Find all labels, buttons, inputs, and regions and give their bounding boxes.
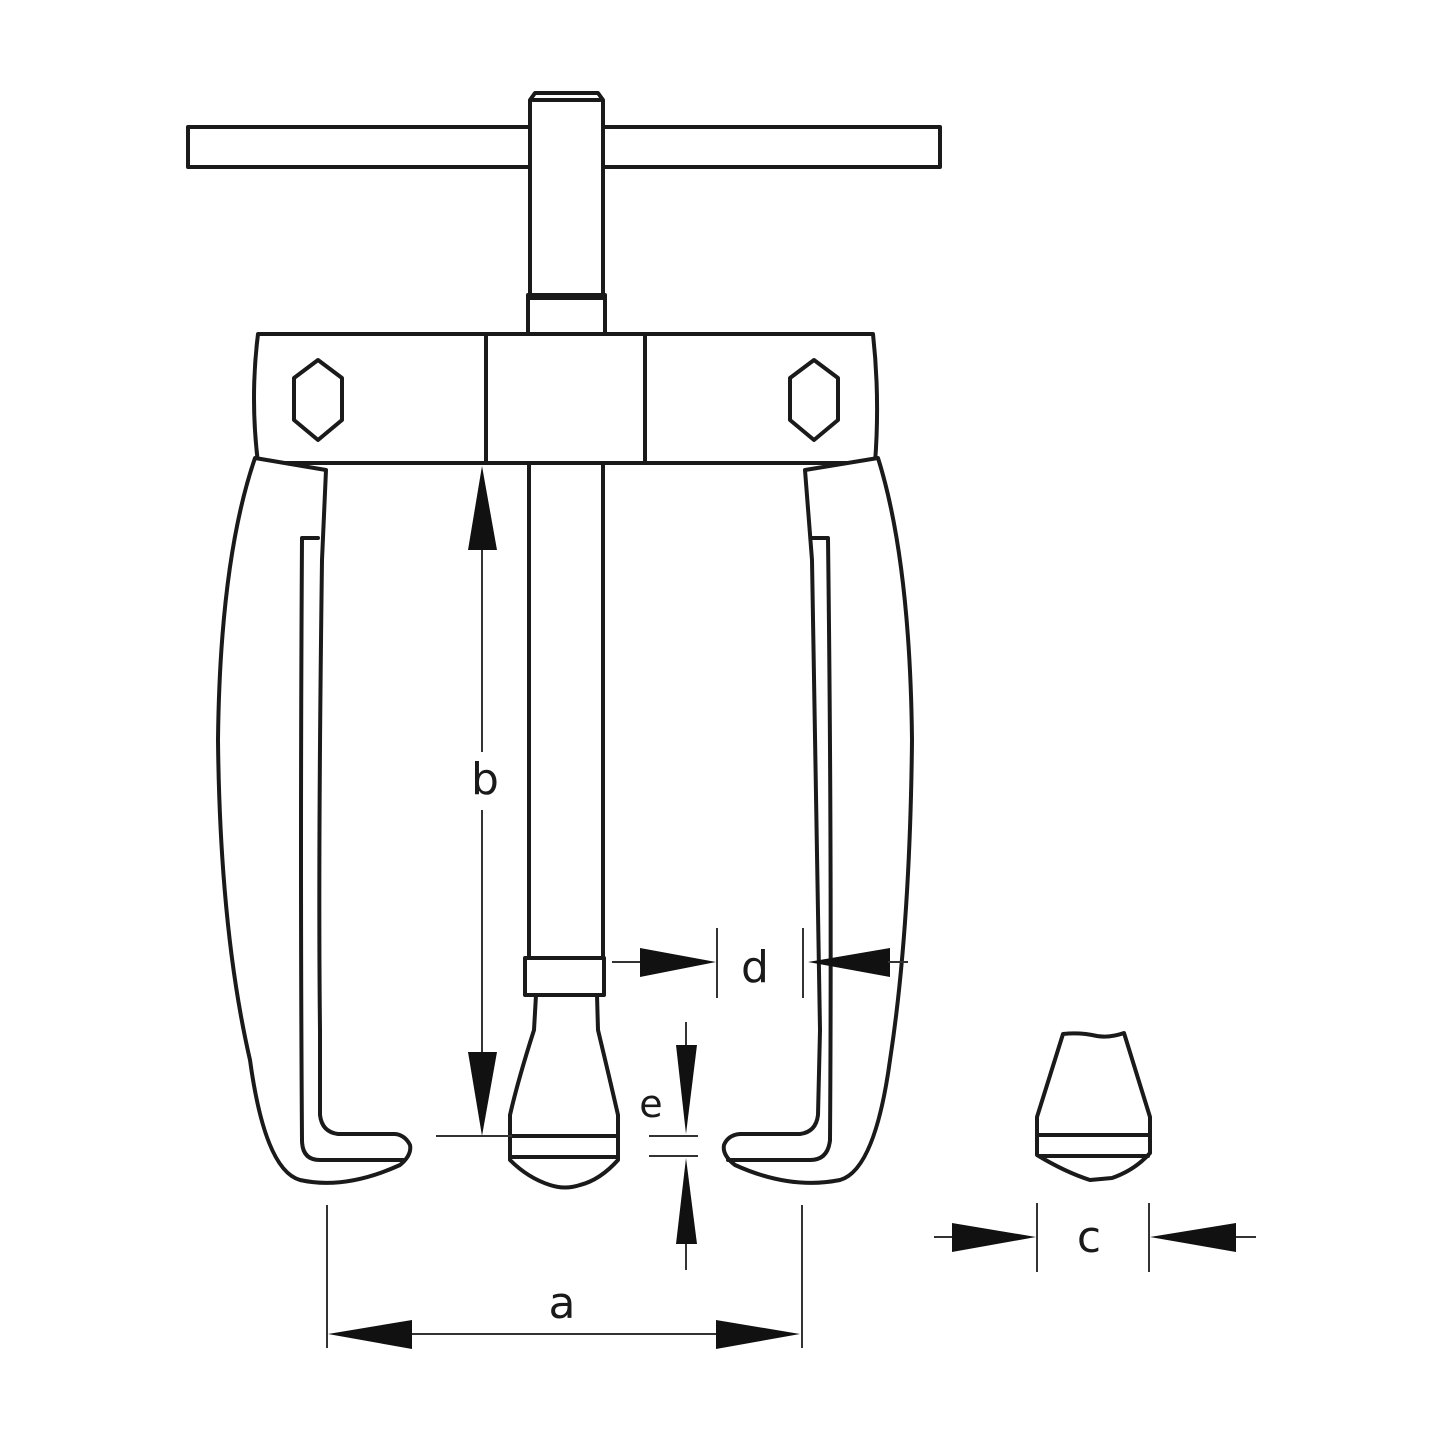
dimension-label-e: e bbox=[635, 1083, 667, 1125]
spindle-upper bbox=[526, 91, 607, 337]
dimension-label-c: c bbox=[1072, 1214, 1106, 1262]
hex-bolt-left bbox=[292, 358, 344, 442]
spindle-lower bbox=[508, 461, 620, 1190]
dimension-b bbox=[436, 466, 512, 1137]
spindle-tip-detail bbox=[1035, 1031, 1152, 1182]
dimension-label-b: b bbox=[467, 756, 503, 804]
dimension-label-d: d bbox=[737, 944, 773, 992]
dimension-c bbox=[934, 1203, 1256, 1272]
hex-bolt-right bbox=[788, 358, 840, 442]
dimension-d bbox=[612, 928, 908, 998]
dimension-a bbox=[326, 1205, 803, 1349]
jaw-left bbox=[216, 456, 413, 1185]
yoke-crossbar bbox=[252, 332, 880, 465]
dimension-e bbox=[649, 1022, 698, 1270]
dimension-label-a: a bbox=[544, 1280, 580, 1328]
jaw-right bbox=[721, 456, 914, 1185]
